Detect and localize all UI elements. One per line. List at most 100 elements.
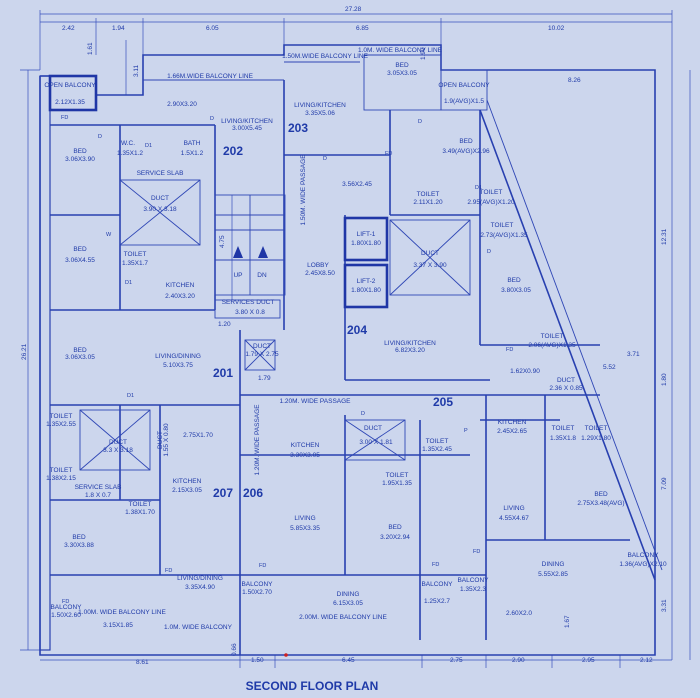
room-size: 3.20X2.94 [380, 534, 410, 541]
room-name: TOILET [480, 189, 503, 196]
room-name: LOBBY [307, 262, 329, 269]
room-name: LIVING [503, 505, 524, 512]
door-label: D [487, 249, 491, 255]
door-label: D [98, 134, 102, 140]
room-name: BED [73, 246, 87, 253]
passage-label: 1.20M. WIDE PASSAGE [254, 404, 261, 476]
room-size: 1.79 X 2.75 [245, 351, 279, 358]
room-size: 1.35X2.45 [422, 446, 452, 453]
room-size: 1.80X1.80 [351, 240, 381, 247]
staircase [214, 194, 286, 296]
door-label: FD [62, 599, 69, 605]
room-size: 3.30X3.88 [64, 542, 94, 549]
room-name: BALCONY [627, 552, 659, 559]
dim-bottom-3: 6.45 [342, 657, 355, 664]
unit-203: 203 [288, 121, 308, 135]
room-size: 3.35X5.06 [305, 110, 335, 117]
dim-left-3: 4.75 [219, 235, 226, 248]
room-name: KITCHEN [498, 419, 527, 426]
room-size: 1.95X1.35 [382, 480, 412, 487]
door-label: D [418, 119, 422, 125]
room-size: 1.35X1.8 [550, 435, 576, 442]
room-name: LIVING/KITCHEN [294, 102, 346, 109]
door-label: D1 [475, 185, 482, 191]
room-size: 5.55X2.85 [538, 571, 568, 578]
balcony-line-label: 1.0M. WIDE BALCONY [164, 624, 233, 631]
dim-bottom-5: 2.90 [512, 657, 525, 664]
room-name: TOILET [129, 501, 152, 508]
room-name: OPEN BALCONY [44, 82, 96, 89]
room-name: LIVING/DINING [155, 353, 201, 360]
room-size: 1.38X2.15 [46, 475, 76, 482]
balcony-line-label: 2.00M. WIDE BALCONY LINE [299, 614, 387, 621]
room-size: 2.90X3.20 [167, 101, 197, 108]
room-name: TOILET [417, 191, 440, 198]
room-size: 6.15X3.05 [333, 600, 363, 607]
dim-bottom-2: 1.50 [251, 657, 264, 664]
room-size: 1.80X1.80 [351, 287, 381, 294]
room-name: TOILET [124, 251, 147, 258]
room-name: BALCONY [241, 581, 273, 588]
door-label: FD [506, 347, 513, 353]
door-label: FD [259, 563, 266, 569]
room-size: 3.00X5.45 [232, 125, 262, 132]
dim-overall-width: 27.28 [345, 6, 362, 13]
room-name: LIVING/KITCHEN [384, 340, 436, 347]
unit-202: 202 [223, 144, 243, 158]
door-label: D1 [145, 143, 152, 149]
room-size: 2.12X1.35 [55, 99, 85, 106]
room-size: 2.73(AVG)X1.35 [480, 232, 528, 239]
dim-right-6: 7.09 [661, 477, 668, 490]
room-size: 3.56X2.45 [342, 181, 372, 188]
dim-left-5: 1.90 [420, 47, 427, 60]
dim-right-5: 1.80 [661, 373, 668, 386]
room-name: LIVING/KITCHEN [221, 118, 273, 125]
room-name: TOILET [426, 438, 449, 445]
room-size: 2.15X3.05 [172, 487, 202, 494]
dim-left-4: 1.20 [218, 321, 231, 328]
room-size: 5.10X3.75 [163, 362, 193, 369]
room-labels: OPEN BALCONY 2.12X1.35 2.90X3.20 1.66M.W… [44, 47, 667, 631]
unit-205: 205 [433, 395, 453, 409]
balcony-line-label: 1.66M.WIDE BALCONY LINE [167, 73, 254, 80]
room-size: 1.38X1.70 [125, 509, 155, 516]
room-size: 5.85X3.35 [290, 525, 320, 532]
door-label: D1 [125, 280, 132, 286]
room-name: BED [594, 491, 608, 498]
room-size: 3.90 X 3.18 [143, 206, 177, 213]
door-label: FD [432, 562, 439, 568]
room-size: 1.5X1.2 [181, 150, 204, 157]
room-name: DUCT [364, 425, 382, 432]
room-name: LIFT-1 [357, 231, 376, 238]
room-name: SERVICE SLAB [75, 484, 122, 491]
room-size: 1.50X2.60 [51, 612, 81, 619]
dimension-texts: 27.28 2.42 1.94 6.05 6.85 10.02 26.21 1.… [21, 6, 668, 666]
room-name: BED [388, 524, 402, 531]
room-name: LIVING [294, 515, 315, 522]
room-name: TOILET [386, 472, 409, 479]
room-name: TOILET [50, 413, 73, 420]
dim-bottom-4: 2.75 [450, 657, 463, 664]
room-size: 3.3 X 3.18 [103, 447, 133, 454]
room-size: 1.25X2.7 [424, 598, 450, 605]
room-name: DUCT [421, 250, 439, 257]
room-name: LIVING/DINING [177, 575, 223, 582]
door-label: FD [165, 568, 172, 574]
dim-top-4: 6.85 [356, 25, 369, 32]
room-size: 3.05X3.05 [387, 70, 417, 77]
room-size: 2.06(AVG)X1.35 [528, 342, 576, 349]
room-name: DINING [542, 561, 565, 568]
door-label: D [323, 156, 327, 162]
lift-shafts [343, 216, 389, 309]
ducts [79, 179, 471, 471]
room-size: 3.06X4.55 [65, 257, 95, 264]
room-name: DUCT [157, 431, 164, 449]
walls [39, 44, 663, 656]
dim-left-1: 1.61 [87, 42, 94, 55]
room-size: 2.40X3.20 [165, 293, 195, 300]
dim-bottom-6: 2.95 [582, 657, 595, 664]
passage-label: 1.50M. WIDE PASSAGE [300, 154, 307, 226]
dim-right-3: 3.71 [627, 351, 640, 358]
